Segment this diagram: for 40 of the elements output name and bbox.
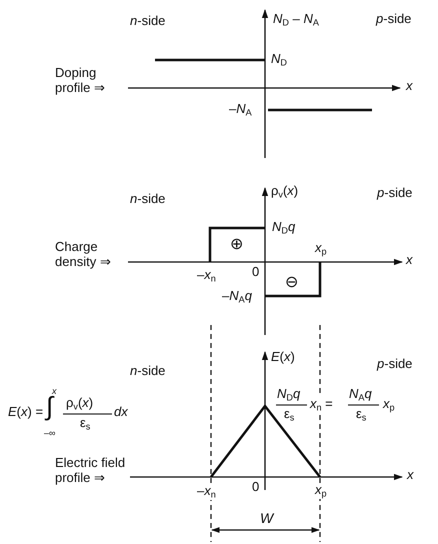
axis-label: x bbox=[406, 253, 412, 268]
tick-label: 0 bbox=[252, 265, 260, 280]
profile-label: Charge density ⇒ bbox=[55, 240, 112, 270]
axis-label: N$_{D}$ – N$_{A}$ bbox=[273, 12, 319, 28]
side-label: n-side bbox=[130, 14, 166, 29]
formula-text: x bbox=[52, 386, 56, 396]
formula-text: ρ$_{v}$(x) bbox=[66, 396, 94, 412]
side-label: n-side bbox=[130, 192, 166, 207]
level-label: –N$_{A}$q bbox=[222, 289, 252, 306]
formula-text: dx bbox=[114, 405, 128, 420]
side-label: p-side bbox=[377, 186, 412, 201]
tick-label: –x$_{n}$ bbox=[196, 484, 217, 500]
axis-label: x bbox=[406, 79, 412, 94]
formula-text: N$_{A}$q bbox=[349, 387, 372, 404]
plus-sign: ⊕ bbox=[230, 236, 243, 254]
side-label: n-side bbox=[130, 364, 166, 379]
minus-sign: ⊖ bbox=[285, 274, 298, 292]
axis-label: ρ$_{v}$(x) bbox=[271, 184, 298, 200]
formula-text: N$_{D}$q bbox=[277, 387, 300, 404]
level-label: N$_{D}$ bbox=[271, 52, 287, 68]
tick-label: 0 bbox=[252, 480, 260, 495]
formula-text: x$_{p}$ bbox=[383, 397, 395, 414]
formula-text: ε$_{s}$ bbox=[80, 416, 90, 432]
formula-text: ε$_{s}$ bbox=[284, 407, 294, 424]
formula-text: E(x) = bbox=[8, 405, 44, 420]
dimension-label: W bbox=[260, 510, 274, 526]
axis-label: x bbox=[407, 468, 414, 483]
level-label: N$_{D}$q bbox=[272, 220, 296, 236]
level-label: –N$_{A}$ bbox=[229, 102, 252, 118]
formula-text: x$_{n}$ = bbox=[309, 397, 334, 414]
side-label: p-side bbox=[377, 357, 412, 372]
profile-label: Electric field profile ⇒ bbox=[55, 456, 126, 486]
tick-label: –x$_{n}$ bbox=[197, 268, 216, 284]
integral-sign: ∫ bbox=[46, 392, 54, 422]
formula-text: ε$_{s}$ bbox=[356, 407, 366, 424]
profile-label: Doping profile ⇒ bbox=[55, 66, 106, 96]
tick-label: x$_{p}$ bbox=[315, 241, 327, 258]
axis-label: E(x) bbox=[271, 350, 295, 365]
formula-text: –∞ bbox=[44, 428, 56, 438]
side-label: p-side bbox=[376, 12, 412, 27]
